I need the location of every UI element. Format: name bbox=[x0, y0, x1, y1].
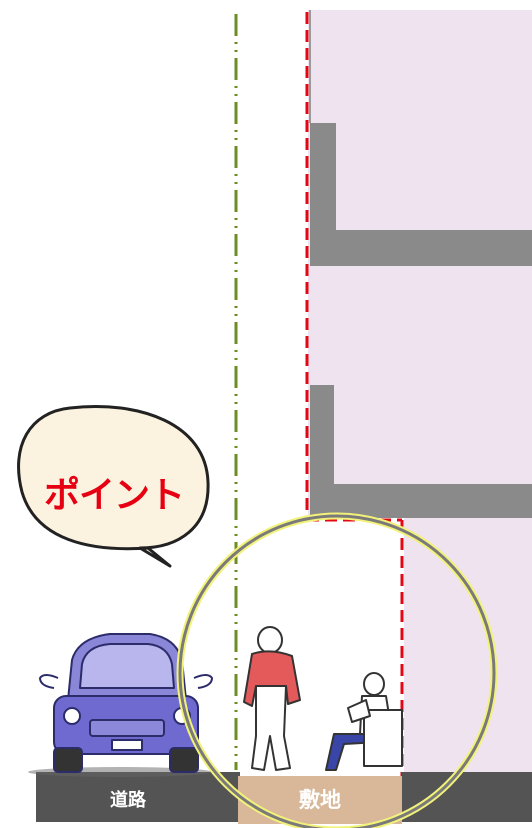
car-icon bbox=[28, 633, 213, 777]
building bbox=[308, 10, 532, 772]
building-floor-2 bbox=[308, 268, 532, 518]
callout-text: ポイント bbox=[43, 475, 185, 516]
upper-slab bbox=[310, 123, 532, 266]
ground-right bbox=[402, 772, 532, 822]
site-label: 敷地 bbox=[299, 788, 341, 812]
standing-person-icon bbox=[243, 626, 301, 771]
building-floor-3 bbox=[308, 10, 532, 268]
ground-left bbox=[36, 772, 240, 822]
sitting-person-icon bbox=[325, 672, 403, 771]
callout-bubble bbox=[17, 405, 210, 568]
lower-slab bbox=[310, 385, 532, 518]
road-label: 道路 bbox=[110, 790, 146, 811]
building-floor-1 bbox=[404, 518, 532, 772]
